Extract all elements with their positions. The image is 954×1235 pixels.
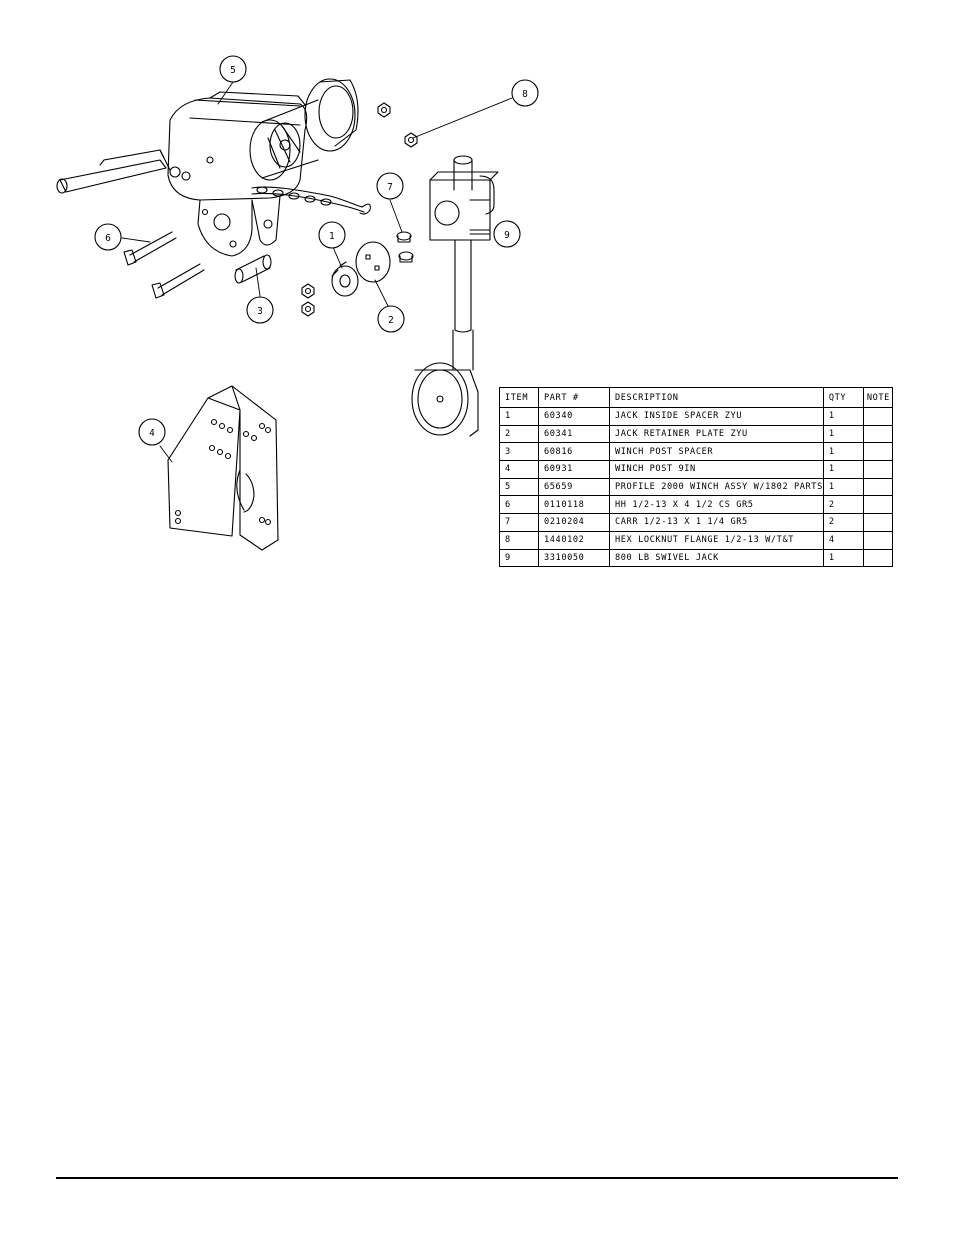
bom-qty: 2: [822, 495, 864, 515]
balloon-5: 5: [219, 55, 247, 83]
hex-locknut-parts: [301, 102, 418, 317]
bom-item: 1: [499, 407, 539, 426]
bom-item: 2: [499, 424, 539, 444]
bom-part-number: 0110118: [538, 495, 610, 515]
balloon-8: 8: [511, 79, 539, 107]
bom-description: JACK RETAINER PLATE ZYU: [609, 424, 824, 444]
bom-row: 1 60340 JACK INSIDE SPACER ZYU 1: [499, 407, 893, 426]
bom-item: 3: [499, 442, 539, 462]
bom-qty: 1: [822, 442, 864, 462]
bom-header-qty: QTY: [822, 387, 864, 408]
winch-assembly-part: [56, 78, 371, 257]
bom-note: [862, 530, 893, 550]
bom-part-number: 65659: [538, 477, 610, 497]
bom-item: 8: [499, 530, 539, 550]
bom-note: [862, 407, 893, 426]
bom-item: 9: [499, 548, 539, 568]
svg-text:2: 2: [388, 315, 394, 326]
jack-inside-spacer-part: [331, 261, 359, 297]
balloon-1: 1: [318, 221, 346, 249]
bom-qty: 1: [822, 548, 864, 568]
bom-note: [862, 477, 893, 497]
bom-qty: 1: [822, 424, 864, 444]
bom-part-number: 60931: [538, 460, 610, 479]
bom-header-item: ITEM: [499, 387, 539, 408]
bom-item: 7: [499, 513, 539, 532]
svg-text:6: 6: [105, 233, 111, 244]
balloon-7: 7: [376, 172, 404, 200]
bom-description: JACK INSIDE SPACER ZYU: [609, 407, 824, 426]
bom-qty: 4: [822, 530, 864, 550]
bom-qty: 2: [822, 513, 864, 532]
bom-row: 8 1440102 HEX LOCKNUT FLANGE 1/2-13 W/T&…: [499, 530, 893, 550]
balloon-9: 9: [493, 220, 521, 248]
bom-header-description: DESCRIPTION: [609, 387, 824, 408]
svg-text:1: 1: [329, 231, 335, 242]
bill-of-materials-table: ITEM PART # DESCRIPTION QTY NOTE 1 60340…: [499, 387, 893, 568]
bom-description: WINCH POST SPACER: [609, 442, 824, 462]
bom-header-row: ITEM PART # DESCRIPTION QTY NOTE: [499, 387, 893, 408]
balloon-4: 4: [138, 418, 166, 446]
bom-item: 5: [499, 477, 539, 497]
bom-row: 7 0210204 CARR 1/2-13 X 1 1/4 GR5 2: [499, 513, 893, 532]
bom-part-number: 60816: [538, 442, 610, 462]
bom-description: 800 LB SWIVEL JACK: [609, 548, 824, 568]
bom-description: CARR 1/2-13 X 1 1/4 GR5: [609, 513, 824, 532]
bom-note: [862, 442, 893, 462]
svg-text:4: 4: [149, 428, 155, 439]
svg-text:5: 5: [230, 65, 236, 76]
bom-description: HH 1/2-13 X 4 1/2 CS GR5: [609, 495, 824, 515]
carriage-bolt-parts: [396, 231, 414, 263]
bom-qty: 1: [822, 477, 864, 497]
bom-part-number: 60341: [538, 424, 610, 444]
bom-note: [862, 548, 893, 568]
bom-part-number: 3310050: [538, 548, 610, 568]
bom-row: 5 65659 PROFILE 2000 WINCH ASSY W/1802 P…: [499, 477, 893, 497]
hex-bolt-parts: [123, 231, 205, 299]
leader-lines: [121, 81, 513, 463]
bom-description: PROFILE 2000 WINCH ASSY W/1802 PARTS: [609, 477, 824, 497]
svg-text:3: 3: [257, 306, 263, 317]
balloon-3: 3: [246, 296, 274, 324]
bom-row: 6 0110118 HH 1/2-13 X 4 1/2 CS GR5 2: [499, 495, 893, 515]
bom-description: HEX LOCKNUT FLANGE 1/2-13 W/T&T: [609, 530, 824, 550]
bom-row: 9 3310050 800 LB SWIVEL JACK 1: [499, 548, 893, 568]
balloon-2: 2: [377, 305, 405, 333]
bom-part-number: 60340: [538, 407, 610, 426]
winch-post-spacer-part: [234, 254, 272, 284]
balloon-6: 6: [94, 223, 122, 251]
svg-text:9: 9: [504, 230, 510, 241]
bom-note: [862, 460, 893, 479]
bom-part-number: 1440102: [538, 530, 610, 550]
bom-note: [862, 495, 893, 515]
bom-header-part: PART #: [538, 387, 610, 408]
bom-row: 2 60341 JACK RETAINER PLATE ZYU 1: [499, 424, 893, 444]
bom-item: 6: [499, 495, 539, 515]
bom-note: [862, 424, 893, 444]
bom-item: 4: [499, 460, 539, 479]
bom-header-note: NOTE: [862, 387, 893, 408]
svg-text:7: 7: [387, 182, 393, 193]
winch-post-part: [167, 385, 279, 551]
jack-retainer-plate-part: [355, 241, 391, 283]
bom-row: 4 60931 WINCH POST 9IN 1: [499, 460, 893, 479]
bom-part-number: 0210204: [538, 513, 610, 532]
swivel-jack-part: [411, 155, 499, 437]
bom-qty: 1: [822, 460, 864, 479]
bom-note: [862, 513, 893, 532]
footer-rule: [56, 1177, 898, 1179]
bom-description: WINCH POST 9IN: [609, 460, 824, 479]
svg-text:8: 8: [522, 89, 528, 100]
bom-qty: 1: [822, 407, 864, 426]
bom-row: 3 60816 WINCH POST SPACER 1: [499, 442, 893, 462]
